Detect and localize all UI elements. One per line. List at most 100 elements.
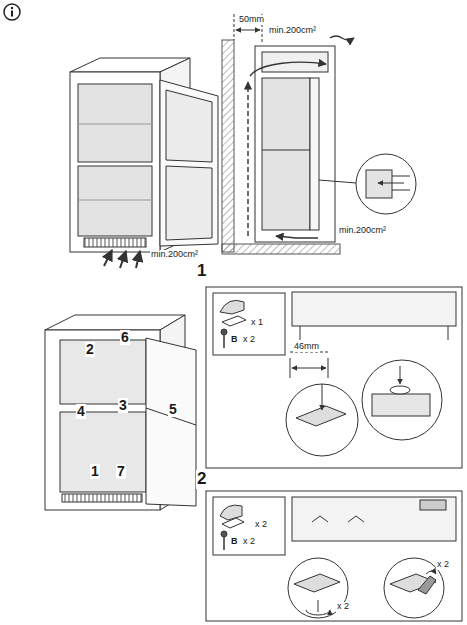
wall-section [222,40,340,254]
part-letter: B [230,537,239,547]
part-letter: B [230,335,239,345]
airflow-arrow [276,236,318,238]
cabinet-top-detail [448,326,449,340]
detail-circle [288,558,444,618]
airflow-label: min.200cm² [268,26,317,36]
detail-circle [384,558,444,618]
bracket-part [220,300,244,314]
cabinet-with-fixing-points [60,412,146,492]
hinge-detail [312,516,364,522]
airflow-arrow [248,36,354,238]
quantity-label: x 2 [436,560,450,570]
cabinet-with-fixing-points [60,340,146,404]
airflow-arrow [250,62,326,76]
info-icon [11,7,13,9]
hinge-detail [420,500,446,510]
cabinet-perspective [78,124,152,125]
cabinet-perspective [166,90,212,162]
detail-inset [319,180,356,183]
cabinet-with-fixing-points [45,315,196,510]
callout-number: 2 [85,342,95,357]
detail-circle [286,360,442,456]
hinge-detail [292,497,456,541]
quantity-label: x 2 [254,520,268,530]
cabinet-perspective [70,72,160,252]
bracket-part [221,329,227,335]
dimension-line [234,14,235,40]
detail-circle [306,610,330,615]
cabinet-perspective [78,200,152,201]
detail-circle [322,384,323,410]
cabinet-perspective [160,80,218,246]
detail-inset [378,183,404,184]
step-panel [206,491,462,621]
info-icon [4,4,20,20]
cabinet-with-fixing-points [146,338,196,506]
cabinet-perspective [70,58,218,252]
detail-circle [372,394,430,416]
fridge-section [255,46,335,242]
detail-circle [318,600,319,612]
quantity-label: x 2 [242,537,256,547]
cabinet-top-detail [300,326,301,340]
airflow-label: min.200cm² [150,250,199,260]
airflow-arrow [330,36,354,40]
cabinet-top-detail [292,292,456,326]
detail-inset [356,154,416,214]
callout-number: 6 [120,330,130,345]
detail-circle [286,384,358,456]
step-panel [213,293,285,355]
detail-circle [400,366,401,384]
cover-part [220,505,242,520]
step-panel [206,287,462,468]
callout-number: 7 [116,464,126,479]
quantity-label: x 1 [250,318,264,328]
cabinet-perspective [166,166,212,240]
callout-number: 5 [168,402,178,417]
cabinet-top-detail [290,358,291,378]
airflow-arrow [136,251,140,268]
airflow-arrow [104,250,140,268]
info-icon [4,4,20,20]
cabinet-top-detail [290,292,456,378]
airflow-arrow [247,82,248,236]
detail-circle [390,386,410,394]
detail-circle [418,576,436,594]
cover-part [223,537,225,550]
bracket-part [222,316,246,326]
wall-section [222,244,340,254]
detail-circle [362,360,442,440]
dimension-label: 46mm [293,342,320,352]
airflow-label: min.200cm² [338,226,387,236]
cabinet-perspective [78,84,152,162]
fridge-section [262,150,310,151]
fridge-section [255,46,335,242]
fridge-section [262,78,310,230]
quantity-label: x 2 [336,602,350,612]
callout-number: 3 [118,398,128,413]
detail-circle [426,571,436,574]
step-panel [206,287,462,468]
hinge-detail [292,497,456,541]
step-panel [213,497,285,555]
wall-section [222,40,234,252]
dimension-line [236,30,260,31]
cabinet-perspective [84,238,146,247]
cover-part [221,531,227,537]
cabinet-top-detail [328,358,329,378]
step-number: 1 [196,262,207,281]
detail-circle [296,406,346,426]
step-panel [206,491,462,621]
cover-part [222,518,244,528]
cabinet-perspective [78,166,152,236]
callout-number: 1 [90,464,100,479]
step-number: 2 [196,470,207,489]
cabinet-with-fixing-points [62,494,142,502]
airflow-arrow [120,251,126,268]
airflow-arrow [104,250,112,266]
fridge-section [310,78,319,230]
detail-inset [366,170,392,198]
detail-circle [294,574,340,592]
